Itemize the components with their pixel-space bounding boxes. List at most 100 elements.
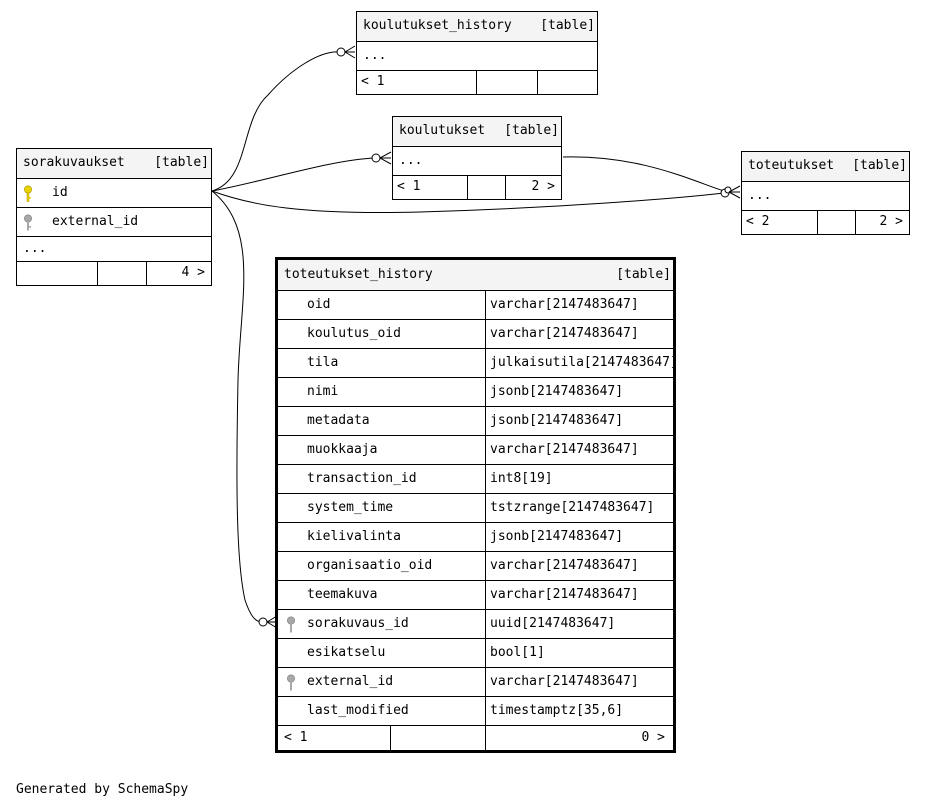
- table-name[interactable]: koulutukset_history: [363, 18, 512, 33]
- column-row[interactable]: kielivalinta jsonb[2147483647]: [278, 522, 673, 551]
- column-name[interactable]: id: [52, 185, 68, 200]
- table-name[interactable]: sorakuvaukset: [23, 155, 125, 170]
- edge-end-circle-icon: [371, 153, 381, 163]
- table-header[interactable]: toteutukset_history [table]: [278, 260, 673, 290]
- more-columns-row: ...: [393, 146, 561, 175]
- column-type: bool[1]: [485, 639, 674, 667]
- column-row[interactable]: external_id varchar[2147483647]: [278, 667, 673, 696]
- foreign-key-icon: [287, 674, 295, 691]
- table-nav-row: < 1: [357, 70, 597, 94]
- column-row[interactable]: koulutus_oid varchar[2147483647]: [278, 319, 673, 348]
- nav-empty-cell: [390, 726, 485, 750]
- table-nav-row: < 1 2 >: [393, 175, 561, 199]
- column-type: varchar[2147483647]: [485, 436, 674, 464]
- nav-parents-link[interactable]: < 1: [397, 179, 421, 194]
- nav-empty-cell: [17, 262, 97, 285]
- more-indicator: ...: [399, 153, 423, 168]
- edge-end-circle-icon: [720, 188, 730, 198]
- more-indicator: ...: [748, 188, 772, 203]
- table-koulutukset[interactable]: koulutukset [table] ... < 1 2 >: [392, 116, 562, 200]
- foreign-key-icon: [24, 214, 32, 231]
- table-type: [table]: [616, 267, 671, 282]
- nav-children-link[interactable]: 4 >: [146, 262, 211, 285]
- column-name[interactable]: last_modified: [307, 703, 409, 718]
- column-type: jsonb[2147483647]: [485, 523, 674, 551]
- edge-end-circle-icon: [258, 617, 268, 627]
- table-header[interactable]: toteutukset [table]: [742, 152, 909, 181]
- column-name[interactable]: external_id: [307, 674, 394, 689]
- column-type: varchar[2147483647]: [485, 320, 674, 348]
- column-name[interactable]: kielivalinta: [307, 529, 401, 544]
- more-columns-row: ...: [17, 236, 211, 261]
- table-koulutukset-history[interactable]: koulutukset_history [table] ... < 1: [356, 11, 598, 95]
- table-toteutukset[interactable]: toteutukset [table] ... < 2 2 >: [741, 151, 910, 235]
- table-header[interactable]: koulutukset_history [table]: [357, 12, 597, 41]
- column-name[interactable]: koulutus_oid: [307, 326, 401, 341]
- table-name[interactable]: koulutukset: [399, 123, 486, 138]
- column-name[interactable]: metadata: [307, 413, 370, 428]
- nav-empty-cell: [537, 71, 597, 94]
- more-columns-row: ...: [742, 181, 909, 210]
- table-type: [table]: [504, 123, 559, 138]
- table-type: [table]: [540, 18, 595, 33]
- column-row[interactable]: esikatselu bool[1]: [278, 638, 673, 667]
- edge-end-circle-icon: [724, 186, 732, 194]
- table-header[interactable]: koulutukset [table]: [393, 117, 561, 146]
- column-row[interactable]: muokkaaja varchar[2147483647]: [278, 435, 673, 464]
- edge-koulutukset: [211, 157, 376, 192]
- nav-children-link[interactable]: 2 >: [855, 211, 909, 234]
- column-type: varchar[2147483647]: [485, 552, 674, 580]
- column-row[interactable]: external_id: [17, 207, 211, 236]
- column-row[interactable]: organisaatio_oid varchar[2147483647]: [278, 551, 673, 580]
- column-row[interactable]: last_modified timestamptz[35,6]: [278, 696, 673, 725]
- edge-koulutukset-toteutukset: [562, 156, 725, 192]
- column-name[interactable]: tila: [307, 355, 339, 370]
- column-name[interactable]: muokkaaja: [307, 442, 378, 457]
- edge-koulutukset-history: [211, 51, 341, 192]
- table-nav-row: < 1 0 >: [278, 725, 673, 750]
- primary-key-icon: [24, 185, 32, 202]
- column-type: julkaisutila[2147483647]: [485, 349, 674, 377]
- nav-children-link[interactable]: 2 >: [505, 176, 561, 199]
- column-name[interactable]: external_id: [52, 214, 139, 229]
- nav-parents-link[interactable]: < 1: [284, 730, 308, 745]
- column-type: varchar[2147483647]: [485, 668, 674, 696]
- crows-foot-icon: [728, 185, 741, 199]
- nav-parents-link[interactable]: < 1: [361, 74, 385, 89]
- column-name[interactable]: oid: [307, 297, 331, 312]
- nav-empty-cell: [817, 211, 855, 234]
- nav-empty-cell: [476, 71, 537, 94]
- table-sorakuvaukset[interactable]: sorakuvaukset [table] id external_id ...…: [16, 148, 212, 286]
- generated-by-footer: Generated by SchemaSpy: [16, 782, 189, 797]
- column-name[interactable]: esikatselu: [307, 645, 386, 660]
- column-row[interactable]: metadata jsonb[2147483647]: [278, 406, 673, 435]
- table-type: [table]: [154, 155, 209, 170]
- crows-foot-icon: [344, 45, 356, 59]
- table-nav-row: 4 >: [17, 261, 211, 285]
- column-row[interactable]: tila julkaisutila[2147483647]: [278, 348, 674, 377]
- column-name[interactable]: organisaatio_oid: [307, 558, 433, 573]
- more-indicator: ...: [23, 241, 47, 256]
- column-name[interactable]: nimi: [307, 384, 339, 399]
- column-name[interactable]: sorakuvaus_id: [307, 616, 409, 631]
- column-name[interactable]: system_time: [307, 500, 394, 515]
- nav-children-link[interactable]: 0 >: [485, 726, 673, 750]
- table-header[interactable]: sorakuvaukset [table]: [17, 149, 211, 178]
- column-name[interactable]: teemakuva: [307, 587, 378, 602]
- column-name[interactable]: transaction_id: [307, 471, 417, 486]
- column-row[interactable]: id: [17, 178, 211, 207]
- more-columns-row: ...: [357, 41, 597, 70]
- column-type: timestamptz[35,6]: [485, 697, 674, 725]
- nav-parents-link[interactable]: < 2: [746, 214, 770, 229]
- column-type: jsonb[2147483647]: [485, 407, 674, 435]
- table-name[interactable]: toteutukset_history: [284, 267, 433, 282]
- table-name[interactable]: toteutukset: [748, 158, 835, 173]
